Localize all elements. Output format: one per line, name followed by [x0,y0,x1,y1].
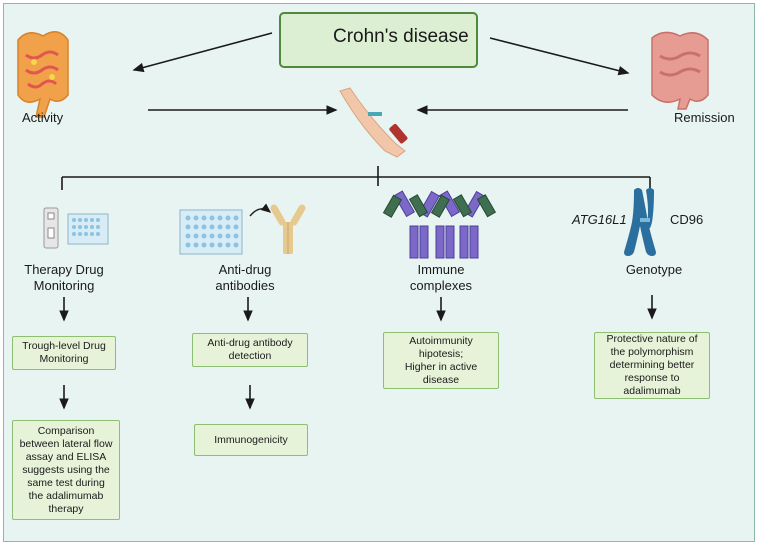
elisa-plate-icon [67,213,109,245]
antibody-icon [270,204,306,254]
category-immune-complexes: Immune complexes [409,262,473,293]
box-protective-polymorphism: Protective nature of the polymorphism de… [594,332,710,399]
healthy-intestine-icon [651,31,709,110]
plate-to-antibody-arrow [249,203,272,217]
category-therapy-drug-monitoring: Therapy Drug Monitoring [24,262,104,293]
remission-label: Remission [674,110,735,125]
immune-complex-icon [382,190,497,259]
box-trough-level-monitoring: Trough-level Drug Monitoring [12,336,116,370]
title-box [279,12,478,68]
category-anti-drug-antibodies: Anti-drug antibodies [215,262,275,293]
category-genotype: Genotype [625,262,683,277]
blood-draw-arm-icon [339,87,408,158]
diagram-frame [3,3,755,542]
inflamed-intestine-icon [17,31,69,118]
flow-arrows [59,295,657,410]
box-autoimmunity-hypothesis: Autoimmunity hipotesis; Higher in active… [383,332,499,389]
box-lateral-flow-comparison: Comparison between lateral flow assay an… [12,420,120,520]
well-plate-icon [179,209,243,255]
gene-cd96: CD96 [670,212,704,227]
chromosome-icon [624,188,656,256]
gene-atg16l1: ATG16L1 [572,212,627,227]
activity-label: Activity [22,110,64,125]
arrow-to-remission [489,37,630,76]
diagram-title: Crohn's disease [333,26,469,47]
lateral-flow-test-icon [43,207,59,249]
box-immunogenicity: Immunogenicity [194,424,308,456]
branch-bracket [61,166,651,190]
box-anti-drug-antibody-detection: Anti-drug antibody detection [192,333,308,367]
arrow-to-activity [132,32,273,73]
